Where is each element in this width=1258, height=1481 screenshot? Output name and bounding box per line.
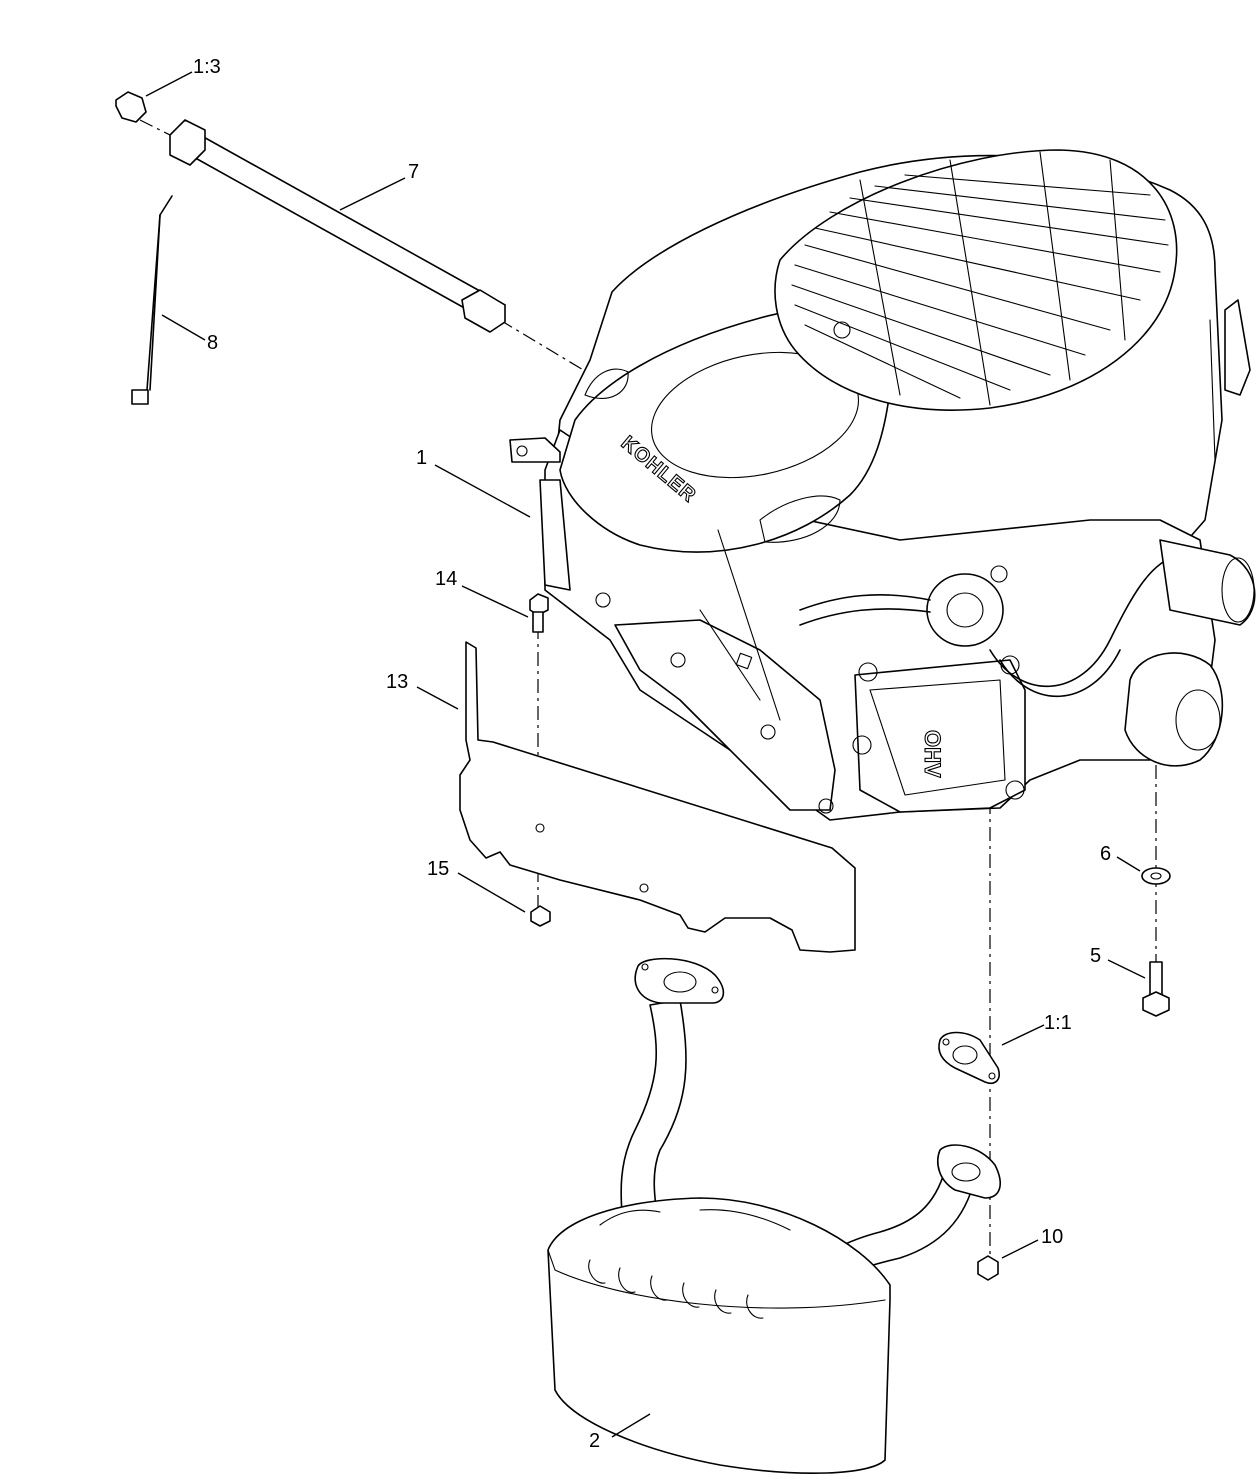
nut-10 — [977, 1255, 999, 1281]
harness-wire — [989, 554, 1181, 688]
muffler-body — [547, 1197, 891, 1475]
leader-lines — [145, 71, 1146, 1438]
heat-shield — [459, 641, 856, 953]
throttle-cable — [717, 529, 781, 721]
grille-fastener — [833, 321, 851, 339]
callout-1-3: 1:3 — [193, 56, 221, 78]
valve-bolt-1 — [858, 662, 878, 682]
callout-1-1: 1:1 — [1044, 1012, 1072, 1034]
callout-15: 15 — [427, 858, 449, 880]
shroud-vent-left — [584, 368, 629, 399]
dipstick-cap — [115, 91, 147, 123]
callout-1: 1 — [416, 447, 427, 469]
callout-10: 10 — [1041, 1226, 1063, 1248]
bolt-14 — [529, 593, 549, 633]
cable-tie — [131, 195, 173, 405]
heat-shield-hole-2 — [639, 883, 649, 893]
engine-assembly: KOHLER OHV — [509, 149, 1256, 821]
mount-tab-hole — [516, 445, 528, 457]
muffler — [547, 957, 1001, 1475]
callout-6: 6 — [1100, 843, 1111, 865]
throttle-bracket — [614, 619, 836, 811]
fuel-line — [799, 594, 931, 611]
tube-fitting-top — [169, 119, 206, 166]
bolt-5 — [1142, 961, 1170, 1017]
flywheel-grille — [774, 149, 1178, 411]
gasket-1-1 — [938, 1031, 1000, 1084]
washer-6 — [1141, 867, 1171, 885]
engine-top-cover — [559, 309, 893, 553]
oil-filter — [1124, 652, 1224, 767]
grille-slats — [791, 151, 1169, 406]
callout-7: 7 — [408, 161, 419, 183]
callout-8: 8 — [207, 332, 218, 354]
nut-15 — [530, 905, 551, 927]
valve-bolt-4 — [1005, 780, 1025, 800]
valve-bolt-3 — [852, 735, 872, 755]
callout-5: 5 — [1090, 945, 1101, 967]
exhaust-flange-left — [634, 957, 725, 1004]
shroud-vent-right — [759, 495, 841, 543]
callout-14: 14 — [435, 568, 457, 590]
valve-cover-brand: OHV — [920, 730, 945, 778]
heat-shield-hole-1 — [535, 823, 545, 833]
tube-fitting-bottom — [461, 289, 506, 333]
callout-13: 13 — [386, 671, 408, 693]
dipstick-handle — [1224, 299, 1251, 396]
dipstick-tube — [169, 119, 506, 333]
fuel-pump — [926, 573, 1004, 647]
exhaust-flange-right — [937, 1144, 1001, 1199]
callout-2: 2 — [589, 1430, 600, 1452]
side-panel-left — [539, 479, 571, 591]
